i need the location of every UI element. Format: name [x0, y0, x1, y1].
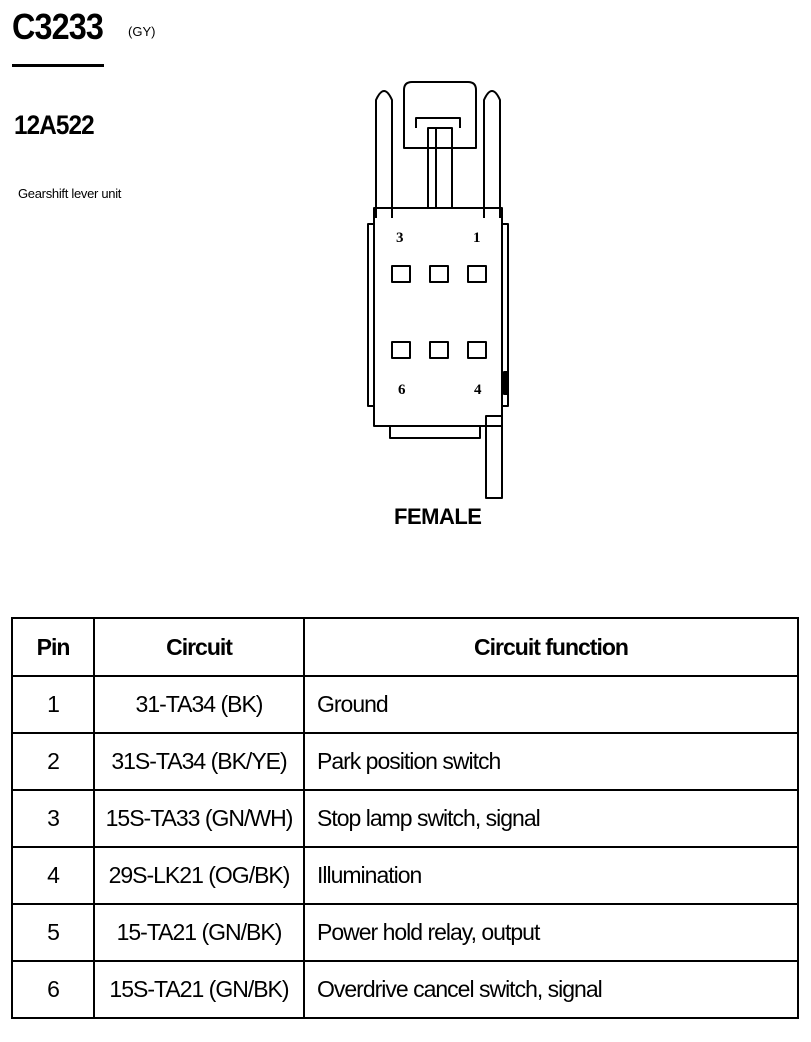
pin-number: 1 — [11, 675, 95, 734]
table-row: 2 31S-TA34 (BK/YE) Park position switch — [11, 732, 799, 791]
connector-lock-inner — [415, 117, 461, 128]
circuit-function: Power hold relay, output — [303, 903, 799, 962]
connector-drawing — [367, 81, 509, 499]
table-row: 5 15-TA21 (GN/BK) Power hold relay, outp… — [11, 903, 799, 962]
part-description: Gearshift lever unit — [18, 186, 122, 201]
circuit-function: Overdrive cancel switch, signal — [303, 960, 799, 1019]
table-row: 6 15S-TA21 (GN/BK) Overdrive cancel swit… — [11, 960, 799, 1019]
pin-cavity-2 — [429, 265, 449, 283]
connector-left-shoulder — [367, 223, 374, 407]
connector-housing — [373, 207, 503, 427]
circuit-id: 31S-TA34 (BK/YE) — [93, 732, 305, 791]
circuit-function: Illumination — [303, 846, 799, 905]
table-row: 3 15S-TA33 (GN/WH) Stop lamp switch, sig… — [11, 789, 799, 848]
connector-left-latch — [375, 90, 393, 218]
pin-cavity-4 — [467, 341, 487, 359]
pin-number: 4 — [11, 846, 95, 905]
title-underline — [12, 64, 104, 67]
pin-label-bottom-right: 4 — [474, 382, 482, 398]
column-header-pin: Pin — [11, 617, 95, 677]
column-header-circuit-function: Circuit function — [303, 617, 799, 677]
connector-wire-exit — [485, 415, 503, 499]
table-header-row: Pin Circuit Circuit function — [11, 617, 799, 677]
pin-cavity-1 — [467, 265, 487, 283]
connector-face-view: 3 1 6 4 — [360, 76, 520, 506]
connector-color-code: (GY) — [128, 24, 156, 39]
part-number: 12A522 — [14, 110, 95, 140]
circuit-function: Park position switch — [303, 732, 799, 791]
connector-gender-label: FEMALE — [394, 504, 482, 529]
circuit-function: Ground — [303, 675, 799, 734]
circuit-id: 15S-TA21 (GN/BK) — [93, 960, 305, 1019]
pin-cavity-5 — [429, 341, 449, 359]
pin-cavity-3 — [391, 265, 411, 283]
pin-label-top-right: 1 — [473, 230, 481, 246]
pin-label-bottom-left: 6 — [398, 382, 406, 398]
connector-right-latch — [483, 90, 501, 218]
pin-number: 2 — [11, 732, 95, 791]
table-row: 4 29S-LK21 (OG/BK) Illumination — [11, 846, 799, 905]
connector-right-shoulder — [502, 223, 509, 407]
pin-label-top-left: 3 — [396, 230, 404, 246]
circuit-id: 31-TA34 (BK) — [93, 675, 305, 734]
circuit-id: 15S-TA33 (GN/WH) — [93, 789, 305, 848]
circuit-id: 29S-LK21 (OG/BK) — [93, 846, 305, 905]
connector-id: C3233 — [12, 6, 104, 47]
pin-number: 3 — [11, 789, 95, 848]
pin-cavity-6 — [391, 341, 411, 359]
column-header-circuit: Circuit — [93, 617, 305, 677]
connector-lock-tab — [403, 81, 477, 149]
pin-number: 6 — [11, 960, 95, 1019]
connector-base — [389, 426, 481, 439]
circuit-function: Stop lamp switch, signal — [303, 789, 799, 848]
connector-lock-stem — [427, 127, 453, 209]
pin-assignment-table: Pin Circuit Circuit function 1 31-TA34 (… — [11, 617, 799, 1019]
table-row: 1 31-TA34 (BK) Ground — [11, 675, 799, 734]
circuit-id: 15-TA21 (GN/BK) — [93, 903, 305, 962]
pin-number: 5 — [11, 903, 95, 962]
